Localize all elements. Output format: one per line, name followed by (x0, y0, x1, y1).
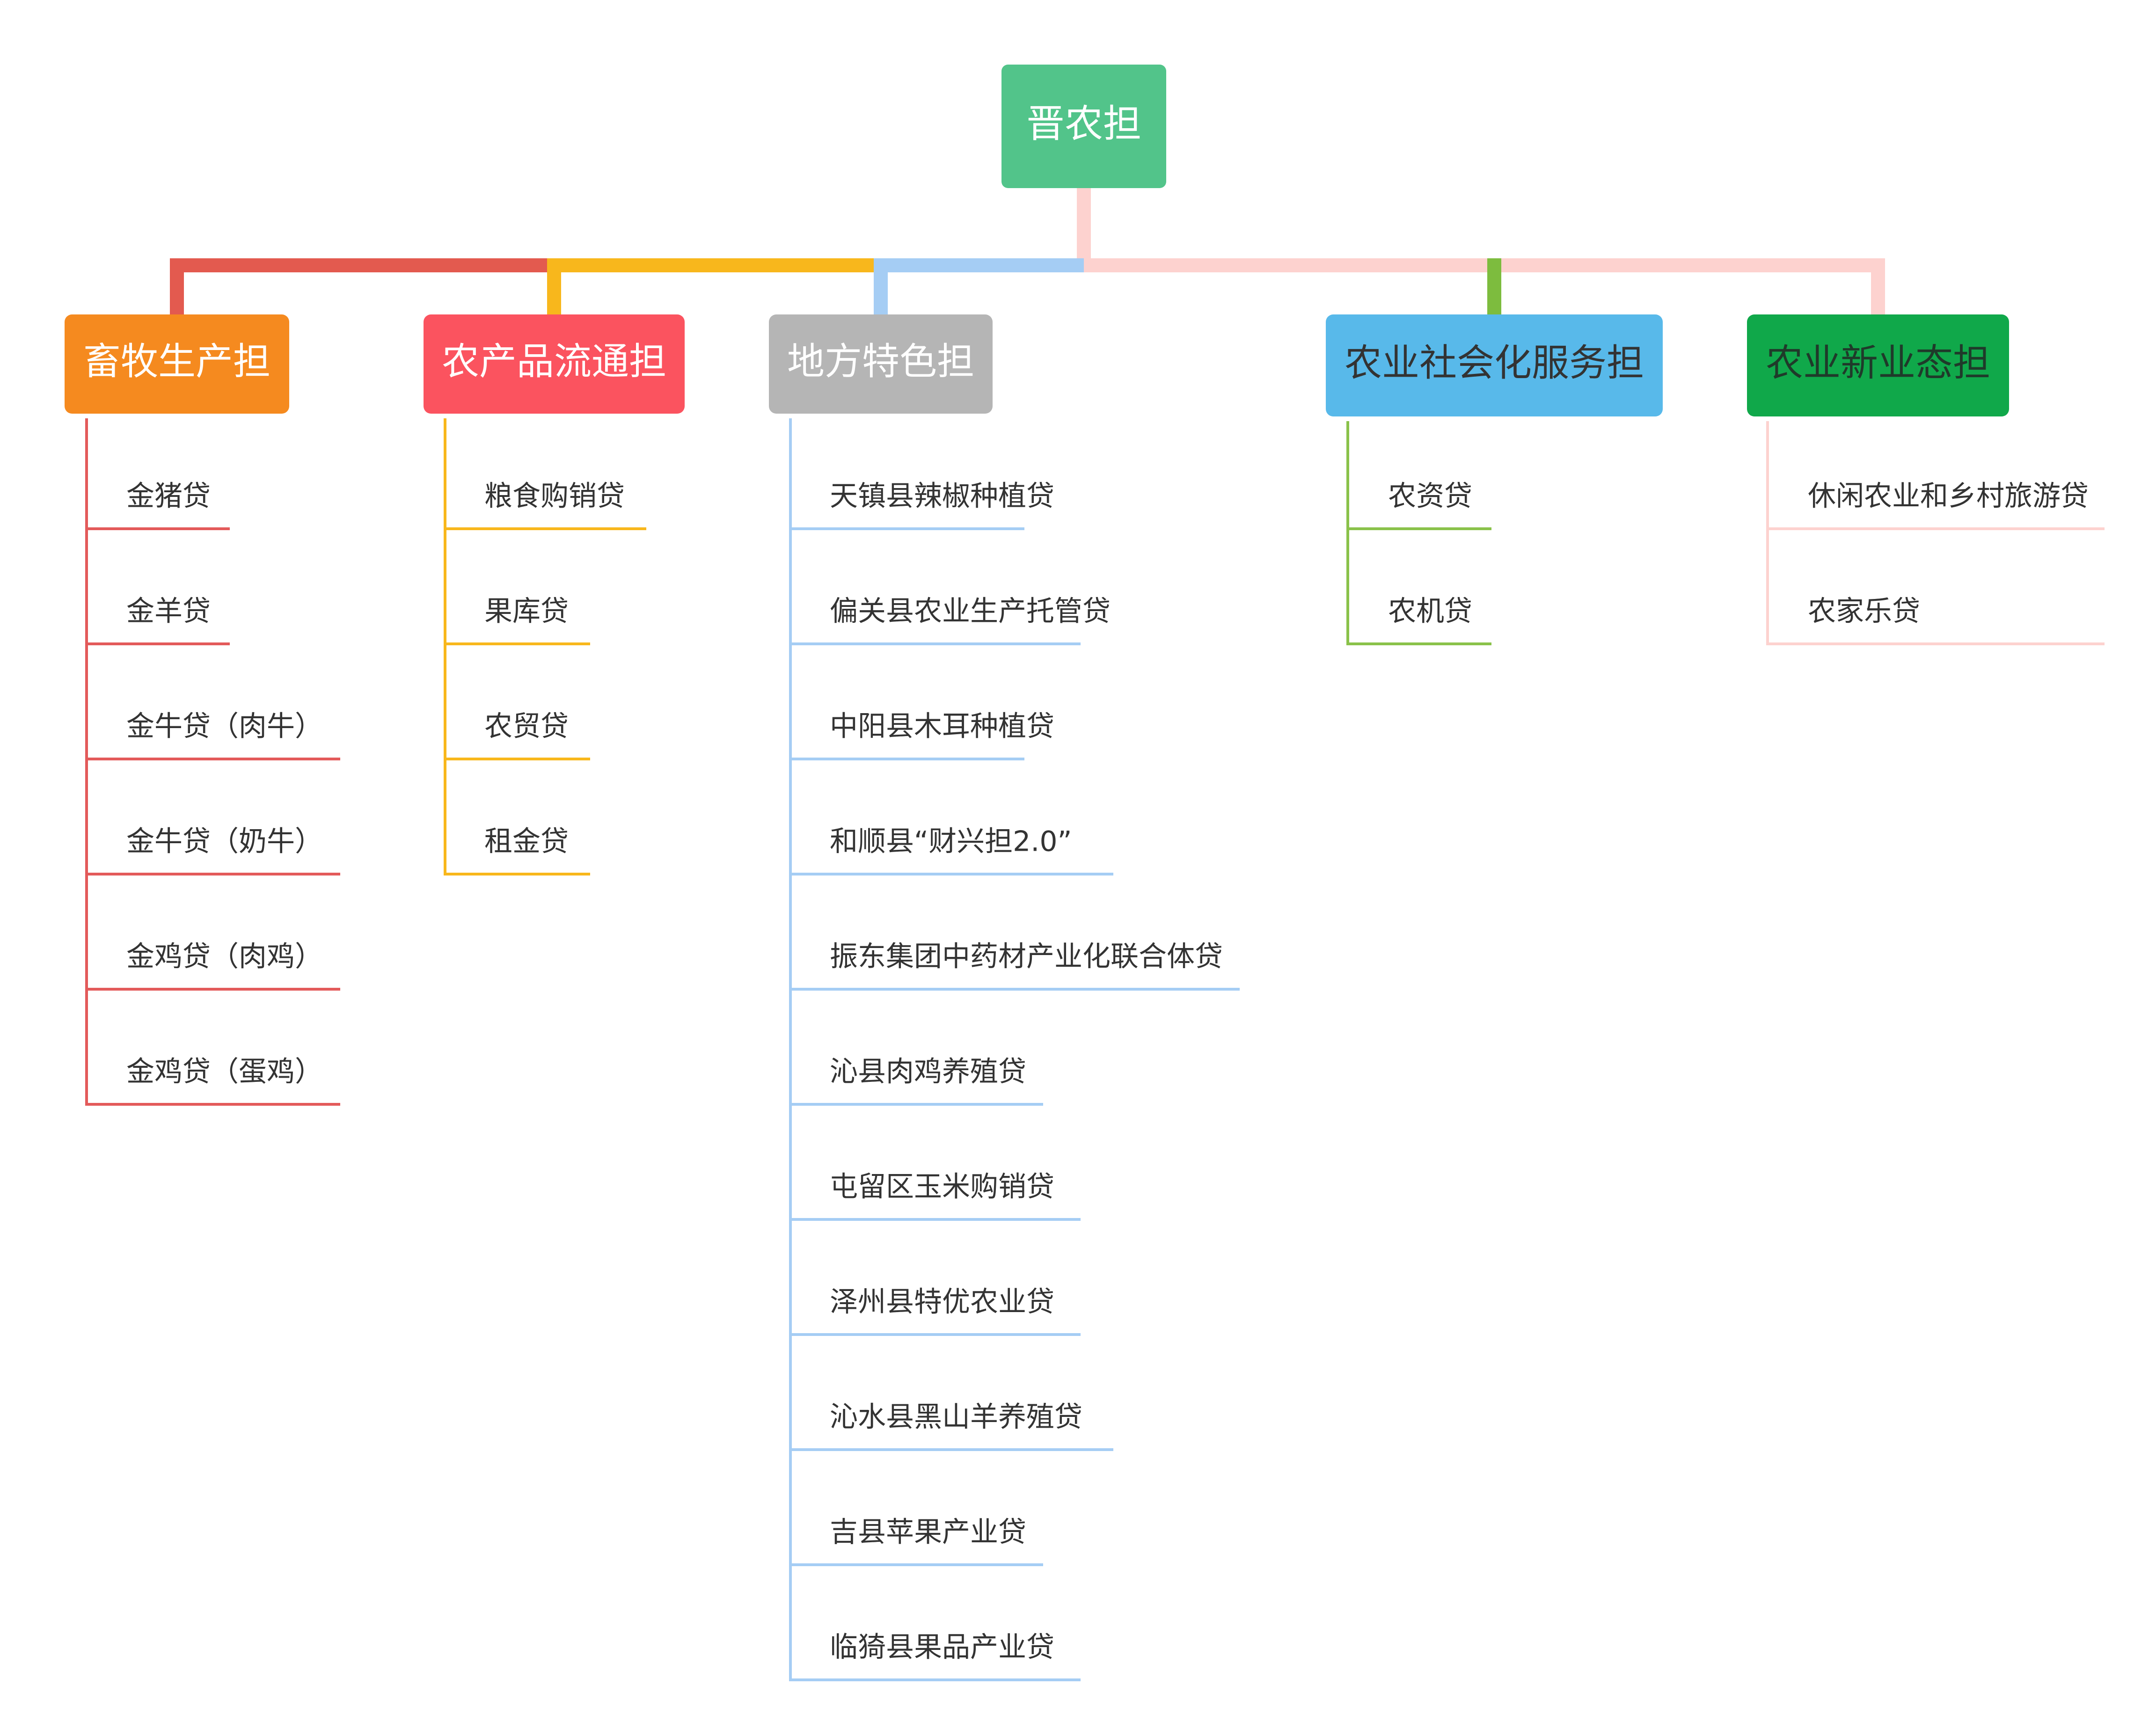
leaf-item: 振东集团中药材产业化联合体贷 (830, 941, 1223, 973)
leaf-item: 临猗县果品产业贷 (830, 1631, 1054, 1664)
leaf-item: 金牛贷（肉牛） (126, 710, 323, 743)
category-node[interactable] (769, 314, 993, 414)
leaf-item: 租金贷 (484, 825, 569, 858)
leaf-item: 农机贷 (1388, 595, 1472, 628)
leaf-item: 金羊贷 (126, 595, 211, 628)
leaf-item: 农家乐贷 (1808, 595, 1920, 628)
category-node[interactable] (424, 314, 685, 414)
leaf-item: 金鸡贷（蛋鸡） (126, 1056, 323, 1088)
category-node[interactable] (1747, 314, 2009, 416)
leaf-item: 休闲农业和乡村旅游贷 (1808, 480, 2089, 513)
leaf-item: 金鸡贷（肉鸡） (126, 941, 323, 973)
leaf-item: 天镇县辣椒种植贷 (830, 480, 1054, 513)
leaf-item: 泽州县特优农业贷 (830, 1286, 1054, 1319)
category-node-label: 农业社会化服务担 (1345, 341, 1644, 385)
leaf-item: 农贸贷 (484, 710, 569, 743)
leaf-item: 和顺县“财兴担2.0” (830, 825, 1072, 858)
category-node[interactable] (65, 314, 289, 414)
leaf-item: 沁水县黑山羊养殖贷 (830, 1401, 1082, 1434)
root-node-label: 晋农担 (1026, 102, 1141, 146)
category-node-label: 农产品流通担 (442, 340, 666, 383)
leaf-item: 粮食购销贷 (484, 480, 625, 513)
leaf-item: 金猪贷 (126, 480, 211, 513)
leaf-item: 吉县苹果产业贷 (830, 1516, 1026, 1549)
category-node-label: 地方特色担 (787, 340, 974, 383)
leaf-item: 偏关县农业生产托管贷 (830, 595, 1111, 628)
leaf-item: 金牛贷（奶牛） (126, 825, 323, 858)
category-node-label: 畜牧生产担 (83, 340, 270, 383)
root-node[interactable] (1001, 65, 1166, 188)
category-node-label: 农业新业态担 (1766, 341, 1990, 385)
leaf-item: 果库贷 (484, 595, 569, 628)
leaf-item: 屯留区玉米购销贷 (830, 1171, 1054, 1204)
leaf-item: 中阳县木耳种植贷 (830, 710, 1054, 743)
leaf-item: 农资贷 (1388, 480, 1472, 513)
category-node[interactable] (1326, 314, 1663, 416)
leaf-item: 沁县肉鸡养殖贷 (830, 1056, 1026, 1088)
